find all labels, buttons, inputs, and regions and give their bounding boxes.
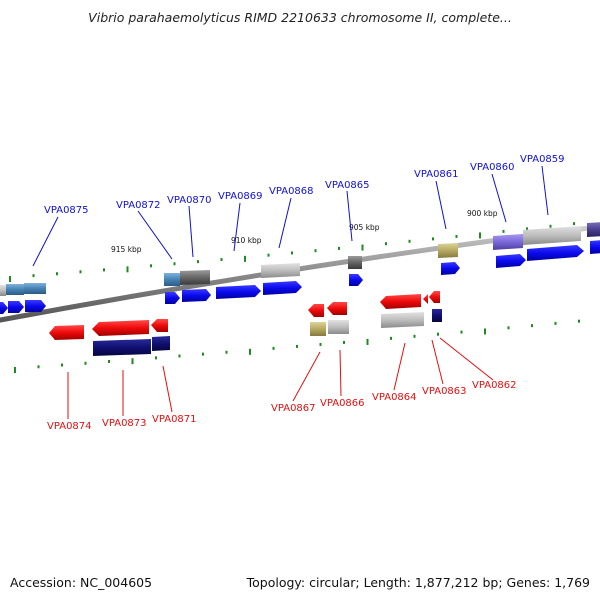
gene-label-reverse[interactable]: VPA0874 bbox=[47, 421, 92, 432]
gene-label-reverse[interactable]: VPA0862 bbox=[472, 380, 517, 391]
gene-cog-box[interactable] bbox=[152, 336, 170, 351]
leader-line bbox=[435, 180, 447, 230]
gene-label-forward[interactable]: VPA0870 bbox=[167, 195, 212, 206]
gene-cog-box[interactable] bbox=[381, 312, 424, 328]
leader-line bbox=[393, 342, 406, 391]
tick-marks bbox=[9, 222, 580, 373]
gene-label-reverse[interactable]: VPA0864 bbox=[372, 392, 417, 403]
gene-arrow[interactable] bbox=[49, 325, 84, 340]
leader-line bbox=[292, 351, 321, 402]
leader-line bbox=[491, 173, 507, 223]
gene-cog-box[interactable] bbox=[310, 322, 326, 336]
leader-line bbox=[431, 339, 444, 385]
gene-arrow[interactable] bbox=[380, 294, 421, 309]
gene-cog-box[interactable] bbox=[348, 256, 362, 269]
gene-arrow[interactable] bbox=[423, 294, 428, 304]
gene-cog-box[interactable] bbox=[164, 273, 180, 286]
gene-arrow[interactable] bbox=[165, 292, 180, 304]
gene-label-forward[interactable]: VPA0860 bbox=[470, 162, 515, 173]
scale-label: 910 kbp bbox=[231, 236, 262, 245]
gene-label-reverse[interactable]: VPA0866 bbox=[320, 398, 365, 409]
leader-line bbox=[339, 349, 342, 397]
gene-label-forward[interactable]: VPA0868 bbox=[269, 186, 314, 197]
gene-arrow[interactable] bbox=[441, 262, 460, 275]
gene-arrow[interactable] bbox=[216, 285, 261, 299]
gene-arrow[interactable] bbox=[0, 302, 8, 314]
gene-arrow[interactable] bbox=[327, 302, 347, 315]
leader-line bbox=[233, 202, 241, 252]
gene-cog-box[interactable] bbox=[6, 284, 24, 295]
reverse-leaders bbox=[67, 337, 494, 419]
reverse-labels: VPA0874 VPA0873 VPA0871 VPA0867 VPA0866 … bbox=[47, 380, 517, 432]
gene-cog-box[interactable] bbox=[432, 309, 442, 322]
scale-labels: 915 kbp 910 kbp 905 kbp 900 kbp bbox=[111, 209, 498, 254]
reverse-genes bbox=[49, 291, 442, 356]
gene-arrow[interactable] bbox=[25, 300, 46, 312]
gene-label-forward[interactable]: VPA0859 bbox=[520, 154, 565, 165]
gene-cog-box[interactable] bbox=[328, 320, 349, 334]
gene-arrow[interactable] bbox=[92, 320, 149, 336]
gene-label-reverse[interactable]: VPA0863 bbox=[422, 386, 467, 397]
gene-label-reverse[interactable]: VPA0871 bbox=[152, 414, 197, 425]
gene-arrow[interactable] bbox=[590, 240, 600, 254]
gene-arrow[interactable] bbox=[308, 304, 324, 317]
gene-label-forward[interactable]: VPA0872 bbox=[116, 200, 161, 211]
gene-cog-box[interactable] bbox=[438, 243, 458, 258]
gene-label-forward[interactable]: VPA0861 bbox=[414, 169, 459, 180]
forward-labels: VPA0875 VPA0872 VPA0870 VPA0869 VPA0868 … bbox=[44, 154, 565, 216]
topology-summary: Topology: circular; Length: 1,877,212 bp… bbox=[246, 575, 590, 590]
leader-line bbox=[439, 337, 494, 381]
gene-cog-box[interactable] bbox=[180, 270, 210, 285]
gene-label-forward[interactable]: VPA0869 bbox=[218, 191, 263, 202]
gene-cog-box[interactable] bbox=[24, 283, 46, 294]
gene-arrow[interactable] bbox=[263, 281, 302, 295]
leader-line bbox=[162, 365, 173, 413]
map-title: Vibrio parahaemolyticus RIMD 2210633 chr… bbox=[88, 10, 512, 25]
gene-label-forward[interactable]: VPA0875 bbox=[44, 205, 89, 216]
gene-cog-box[interactable] bbox=[0, 285, 6, 296]
gene-label-forward[interactable]: VPA0865 bbox=[325, 180, 370, 191]
leader-line bbox=[188, 205, 194, 258]
gene-arrow[interactable] bbox=[349, 274, 363, 286]
gene-arrow[interactable] bbox=[8, 301, 24, 313]
leader-line bbox=[32, 216, 59, 267]
scale-label: 915 kbp bbox=[111, 245, 142, 254]
leader-line bbox=[278, 197, 292, 249]
scale-label: 900 kbp bbox=[467, 209, 498, 218]
leader-line bbox=[541, 165, 549, 216]
gene-cog-box[interactable] bbox=[261, 263, 300, 278]
gene-arrow[interactable] bbox=[429, 291, 440, 303]
gene-label-reverse[interactable]: VPA0873 bbox=[102, 418, 147, 429]
gene-cog-box[interactable] bbox=[93, 339, 151, 356]
accession-text: Accession: NC_004605 bbox=[10, 575, 153, 590]
gene-cog-box[interactable] bbox=[587, 222, 600, 237]
leader-line bbox=[137, 210, 173, 260]
gene-cog-box[interactable] bbox=[523, 226, 581, 245]
gene-cog-box[interactable] bbox=[493, 234, 523, 250]
gene-arrow[interactable] bbox=[151, 319, 168, 332]
forward-leaders bbox=[32, 165, 549, 267]
leader-line bbox=[346, 190, 353, 242]
gene-label-reverse[interactable]: VPA0867 bbox=[271, 403, 316, 414]
scale-label: 905 kbp bbox=[349, 223, 380, 232]
gene-arrow[interactable] bbox=[496, 254, 526, 268]
gene-arrow[interactable] bbox=[182, 289, 211, 302]
forward-genes bbox=[0, 222, 600, 314]
gene-arrow[interactable] bbox=[527, 245, 584, 261]
